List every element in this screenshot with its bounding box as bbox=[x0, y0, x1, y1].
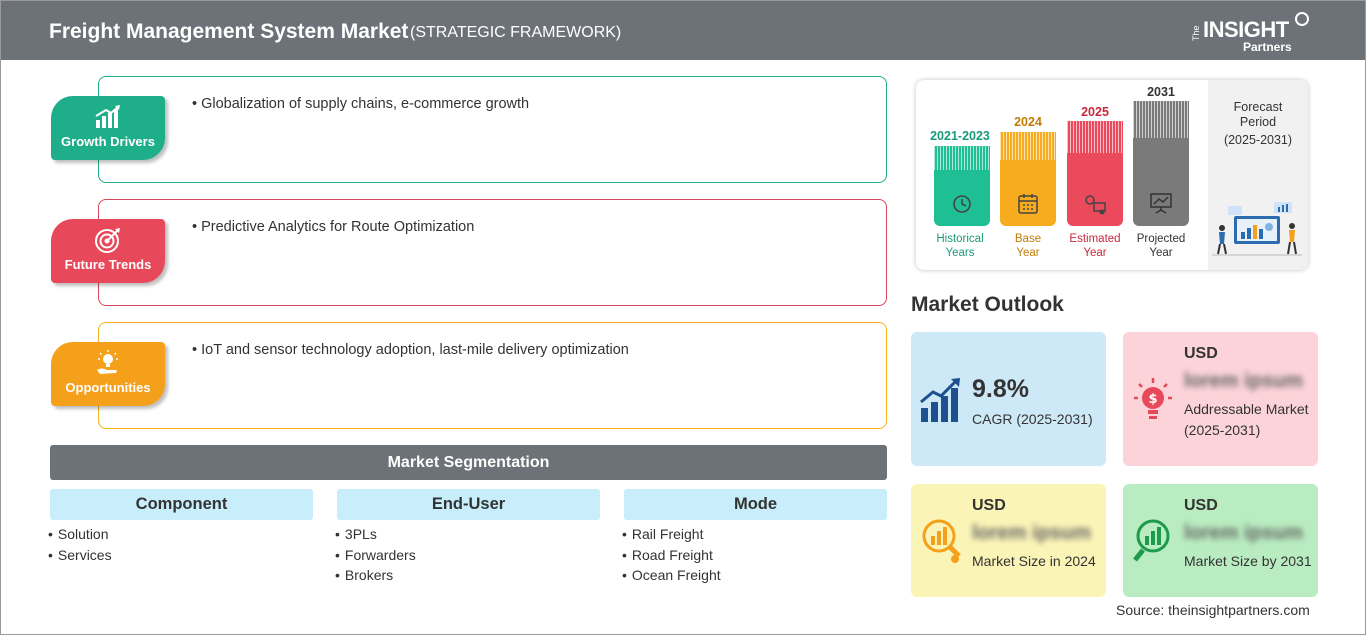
growth-drivers-box: • Globalization of supply chains, e-comm… bbox=[98, 76, 887, 183]
growth-drivers-badge: Growth Drivers bbox=[51, 96, 165, 160]
historical-column bbox=[934, 146, 990, 226]
logo-the: The bbox=[1191, 25, 1201, 41]
cagr-value: 9.8% bbox=[972, 375, 1029, 403]
segment-list-component: Solution Services bbox=[48, 526, 112, 567]
market-segmentation-bar: Market Segmentation bbox=[50, 445, 887, 480]
dollar-bulb-icon: $ bbox=[1134, 378, 1172, 419]
list-item: 3PLs bbox=[335, 526, 416, 547]
presentation-board-icon bbox=[1150, 193, 1172, 214]
lightbulb-hand-icon bbox=[97, 350, 118, 374]
segment-heading-end-user: End-User bbox=[337, 489, 600, 520]
growth-drivers-label: Growth Drivers bbox=[61, 134, 155, 149]
analytics-people-illustration bbox=[1212, 202, 1302, 256]
forecast-period-range: (2025-2031) bbox=[1223, 133, 1293, 147]
list-item: Road Freight bbox=[622, 547, 721, 568]
bar-growth-icon bbox=[95, 105, 120, 128]
opportunities-badge: Opportunities bbox=[51, 342, 165, 406]
page-title: Freight Management System Market bbox=[49, 20, 409, 43]
logo-ring-icon bbox=[1295, 12, 1309, 26]
size-2024-desc: Market Size in 2024 bbox=[972, 553, 1096, 569]
svg-text:$: $ bbox=[1148, 392, 1157, 407]
magnifier-chart-icon bbox=[922, 519, 961, 563]
target-icon bbox=[95, 228, 120, 253]
growth-chart-icon bbox=[920, 378, 960, 422]
size-2031-value: lorem ipsum bbox=[1184, 522, 1303, 544]
future-trends-badge: Future Trends bbox=[51, 219, 165, 283]
list-item: Forwarders bbox=[335, 547, 416, 568]
addressable-currency: USD bbox=[1184, 345, 1218, 362]
market-outlook-title: Market Outlook bbox=[911, 293, 1064, 316]
opportunities-bullet: • IoT and sensor technology adoption, la… bbox=[192, 342, 629, 358]
size-2031-desc: Market Size by 2031 bbox=[1184, 553, 1312, 569]
header-bar: Freight Management System Market (STRATE… bbox=[1, 1, 1365, 60]
source-credit: Source: theinsightpartners.com bbox=[1116, 602, 1310, 618]
segment-heading-mode: Mode bbox=[624, 489, 887, 520]
cagr-card: 9.8% CAGR (2025-2031) bbox=[911, 332, 1106, 466]
segment-list-end-user: 3PLs Forwarders Brokers bbox=[335, 526, 416, 588]
insight-partners-logo[interactable]: The INSIGHT Partners bbox=[1191, 11, 1311, 54]
opportunities-label: Opportunities bbox=[65, 380, 151, 395]
historical-years-label: 2021-2023 bbox=[930, 129, 990, 143]
future-trends-label: Future Trends bbox=[64, 257, 152, 272]
base-column bbox=[1000, 132, 1056, 226]
list-item: Services bbox=[48, 547, 112, 568]
magnifier-growth-icon bbox=[1133, 519, 1170, 562]
history-clock-icon bbox=[953, 195, 971, 213]
logo-partners: Partners bbox=[1243, 40, 1292, 54]
projected-column bbox=[1133, 101, 1189, 226]
base-year-label: 2024 bbox=[1014, 115, 1042, 129]
calendar-icon bbox=[1018, 194, 1038, 214]
cagr-label: CAGR (2025-2031) bbox=[972, 411, 1093, 427]
segment-heading-component: Component bbox=[50, 489, 313, 520]
size-2031-currency: USD bbox=[1184, 497, 1218, 514]
growth-drivers-bullet: • Globalization of supply chains, e-comm… bbox=[192, 96, 530, 112]
addressable-value: lorem ipsum bbox=[1184, 370, 1303, 392]
opportunities-box: • IoT and sensor technology adoption, la… bbox=[98, 322, 887, 429]
estimated-year-label: 2025 bbox=[1081, 105, 1109, 119]
settings-chart-icon bbox=[1085, 195, 1106, 215]
addressable-desc: Addressable Market (2025-2031) bbox=[1184, 401, 1309, 438]
future-trends-bullet: • Predictive Analytics for Route Optimiz… bbox=[192, 219, 475, 235]
list-item: Brokers bbox=[335, 567, 416, 588]
future-trends-box: • Predictive Analytics for Route Optimiz… bbox=[98, 199, 887, 306]
size-2024-currency: USD bbox=[972, 497, 1006, 514]
logo-insight: INSIGHT bbox=[1203, 17, 1289, 42]
addressable-market-card: $ USD lorem ipsum Addressable Market (20… bbox=[1123, 332, 1318, 466]
list-item: Ocean Freight bbox=[622, 567, 721, 588]
segment-list-mode: Rail Freight Road Freight Ocean Freight bbox=[622, 526, 721, 588]
estimated-column bbox=[1067, 121, 1123, 226]
projected-year-label: 2031 bbox=[1147, 85, 1175, 99]
list-item: Solution bbox=[48, 526, 112, 547]
size-2024-value: lorem ipsum bbox=[972, 522, 1091, 544]
market-size-2031-card: USD lorem ipsum Market Size by 2031 bbox=[1123, 484, 1318, 597]
market-size-2024-card: USD lorem ipsum Market Size in 2024 bbox=[911, 484, 1106, 597]
list-item: Rail Freight bbox=[622, 526, 721, 547]
page-subtitle: (STRATEGIC FRAMEWORK) bbox=[410, 24, 622, 41]
